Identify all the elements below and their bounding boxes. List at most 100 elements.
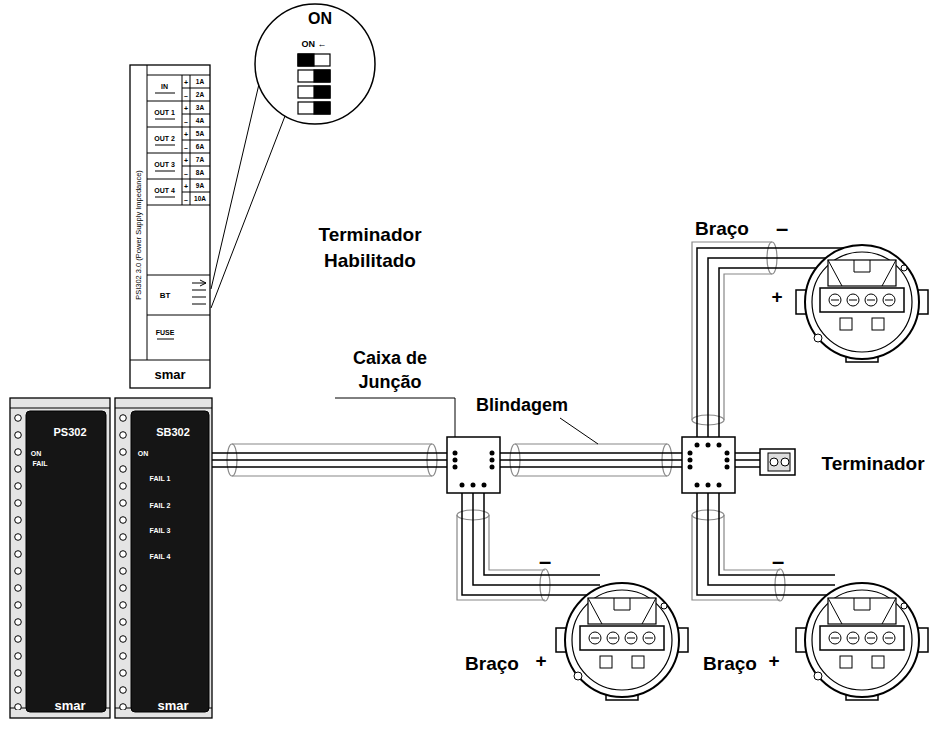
drawing-part	[725, 465, 730, 470]
terminal-group: IN	[161, 83, 168, 90]
drawing-part	[682, 437, 735, 493]
polarity-sign: –	[184, 195, 188, 202]
terminal-number: 2A	[196, 91, 204, 98]
drawing-part	[796, 245, 928, 362]
drawing-part	[298, 102, 330, 114]
power-supply-module: PS302ONFAILsmar	[10, 398, 110, 718]
drawing-part	[298, 54, 330, 114]
terminal-number: 7A	[196, 156, 204, 163]
module-name: SB302	[156, 427, 190, 438]
drawing-part	[688, 458, 693, 463]
drawing-part	[453, 465, 458, 470]
switch-label: BT	[160, 292, 171, 300]
drawing-part	[130, 65, 210, 360]
drawing-part	[314, 86, 330, 98]
drawing-part	[10, 398, 110, 718]
drawing-part	[688, 451, 693, 456]
terminal-group: OUT 3	[154, 161, 175, 168]
drawing-part	[447, 437, 500, 493]
terminal-number: 1A	[196, 78, 204, 85]
drawing-part	[760, 449, 795, 475]
drawing-part	[460, 483, 465, 488]
branch-label: Braço	[695, 219, 749, 238]
drawing-part	[453, 451, 495, 488]
polarity-sign: –	[184, 143, 188, 150]
polarity-sign: –	[184, 117, 188, 124]
drawing-part	[227, 242, 785, 601]
terminal-number: 8A	[196, 169, 204, 176]
safety-barrier-module: SB302ONFAIL 1FAIL 2FAIL 3FAIL 4smar	[115, 398, 212, 718]
drawing-part	[692, 515, 780, 600]
drawing-part	[490, 458, 495, 463]
drawing-part	[314, 70, 330, 82]
drawing-part	[706, 483, 711, 488]
terminal-group: OUT 2	[154, 135, 175, 142]
polarity-sign: –	[539, 551, 551, 573]
drawing-part	[725, 451, 730, 456]
terminal-group: OUT 4	[154, 187, 175, 194]
drawing-part	[796, 583, 928, 700]
junction-box-label: Caixa de Junção	[325, 346, 455, 395]
terminal-number: 3A	[196, 104, 204, 111]
polarity-sign: –	[772, 551, 784, 573]
drawing-part	[457, 515, 545, 600]
polarity-sign: +	[771, 287, 782, 306]
drawing-part	[768, 453, 790, 471]
dip-switch-zoom: ONON ←	[255, 4, 375, 124]
drawing-part	[26, 411, 106, 712]
terminal-group: OUT 1	[154, 109, 175, 116]
module-name: PS302	[53, 427, 86, 438]
drawing-part	[298, 70, 330, 82]
terminal-number: 10A	[194, 195, 206, 202]
drawing-part	[115, 398, 212, 718]
impedance-module: PSI302 3.0 (Power Supply Impedance)IN+–1…	[130, 65, 210, 388]
drawing-part	[717, 483, 722, 488]
terminal-number: 6A	[196, 143, 204, 150]
drawing-part	[781, 458, 789, 466]
branch-label: Braço	[703, 654, 757, 673]
branch-label: Braço	[465, 654, 519, 673]
drawing-part	[688, 443, 730, 488]
terminal-number: 4A	[196, 117, 204, 124]
polarity-sign: +	[184, 78, 188, 85]
polarity-sign: –	[184, 91, 188, 98]
status-led-label: FAIL	[32, 460, 47, 467]
polarity-sign: +	[768, 651, 779, 670]
fuse-label: FUSE	[156, 329, 175, 336]
drawing-part	[490, 451, 495, 456]
drawing-part	[314, 102, 330, 114]
switch-on-title: ON	[308, 11, 332, 27]
drawing-part	[118, 410, 128, 710]
terminator-status: Terminador Habilitado	[285, 222, 455, 273]
status-led-label: ON	[138, 450, 149, 457]
shield-label: Blindagem	[476, 396, 568, 414]
polarity-sign: +	[184, 156, 188, 163]
drawing-part	[192, 280, 206, 304]
drawing-part	[453, 451, 458, 456]
drawing-part	[130, 65, 210, 388]
drawing-part	[453, 458, 458, 463]
drawing-part	[471, 483, 476, 488]
drawing-part	[298, 86, 330, 98]
terminal-number: 5A	[196, 130, 204, 137]
drawing-part	[131, 411, 209, 712]
drawing-part	[490, 465, 495, 470]
drawing-part	[298, 54, 314, 66]
drawing-part	[725, 458, 730, 463]
drawing-part	[212, 248, 845, 595]
terminator-label: Terminador	[821, 454, 924, 473]
drawing-part	[697, 485, 835, 595]
status-led-label: FAIL 1	[150, 475, 171, 482]
drawing-part	[706, 443, 711, 448]
drawing-part	[211, 84, 285, 308]
polarity-sign: +	[535, 651, 546, 670]
status-led-label: FAIL 4	[150, 553, 171, 560]
drawing-part	[13, 410, 23, 710]
polarity-sign: +	[184, 104, 188, 111]
status-led-label: ON	[31, 450, 42, 457]
drawing-part	[462, 485, 600, 595]
status-led-label: FAIL 2	[150, 502, 171, 509]
drawing-part	[717, 443, 722, 448]
drawing-part	[688, 465, 693, 470]
